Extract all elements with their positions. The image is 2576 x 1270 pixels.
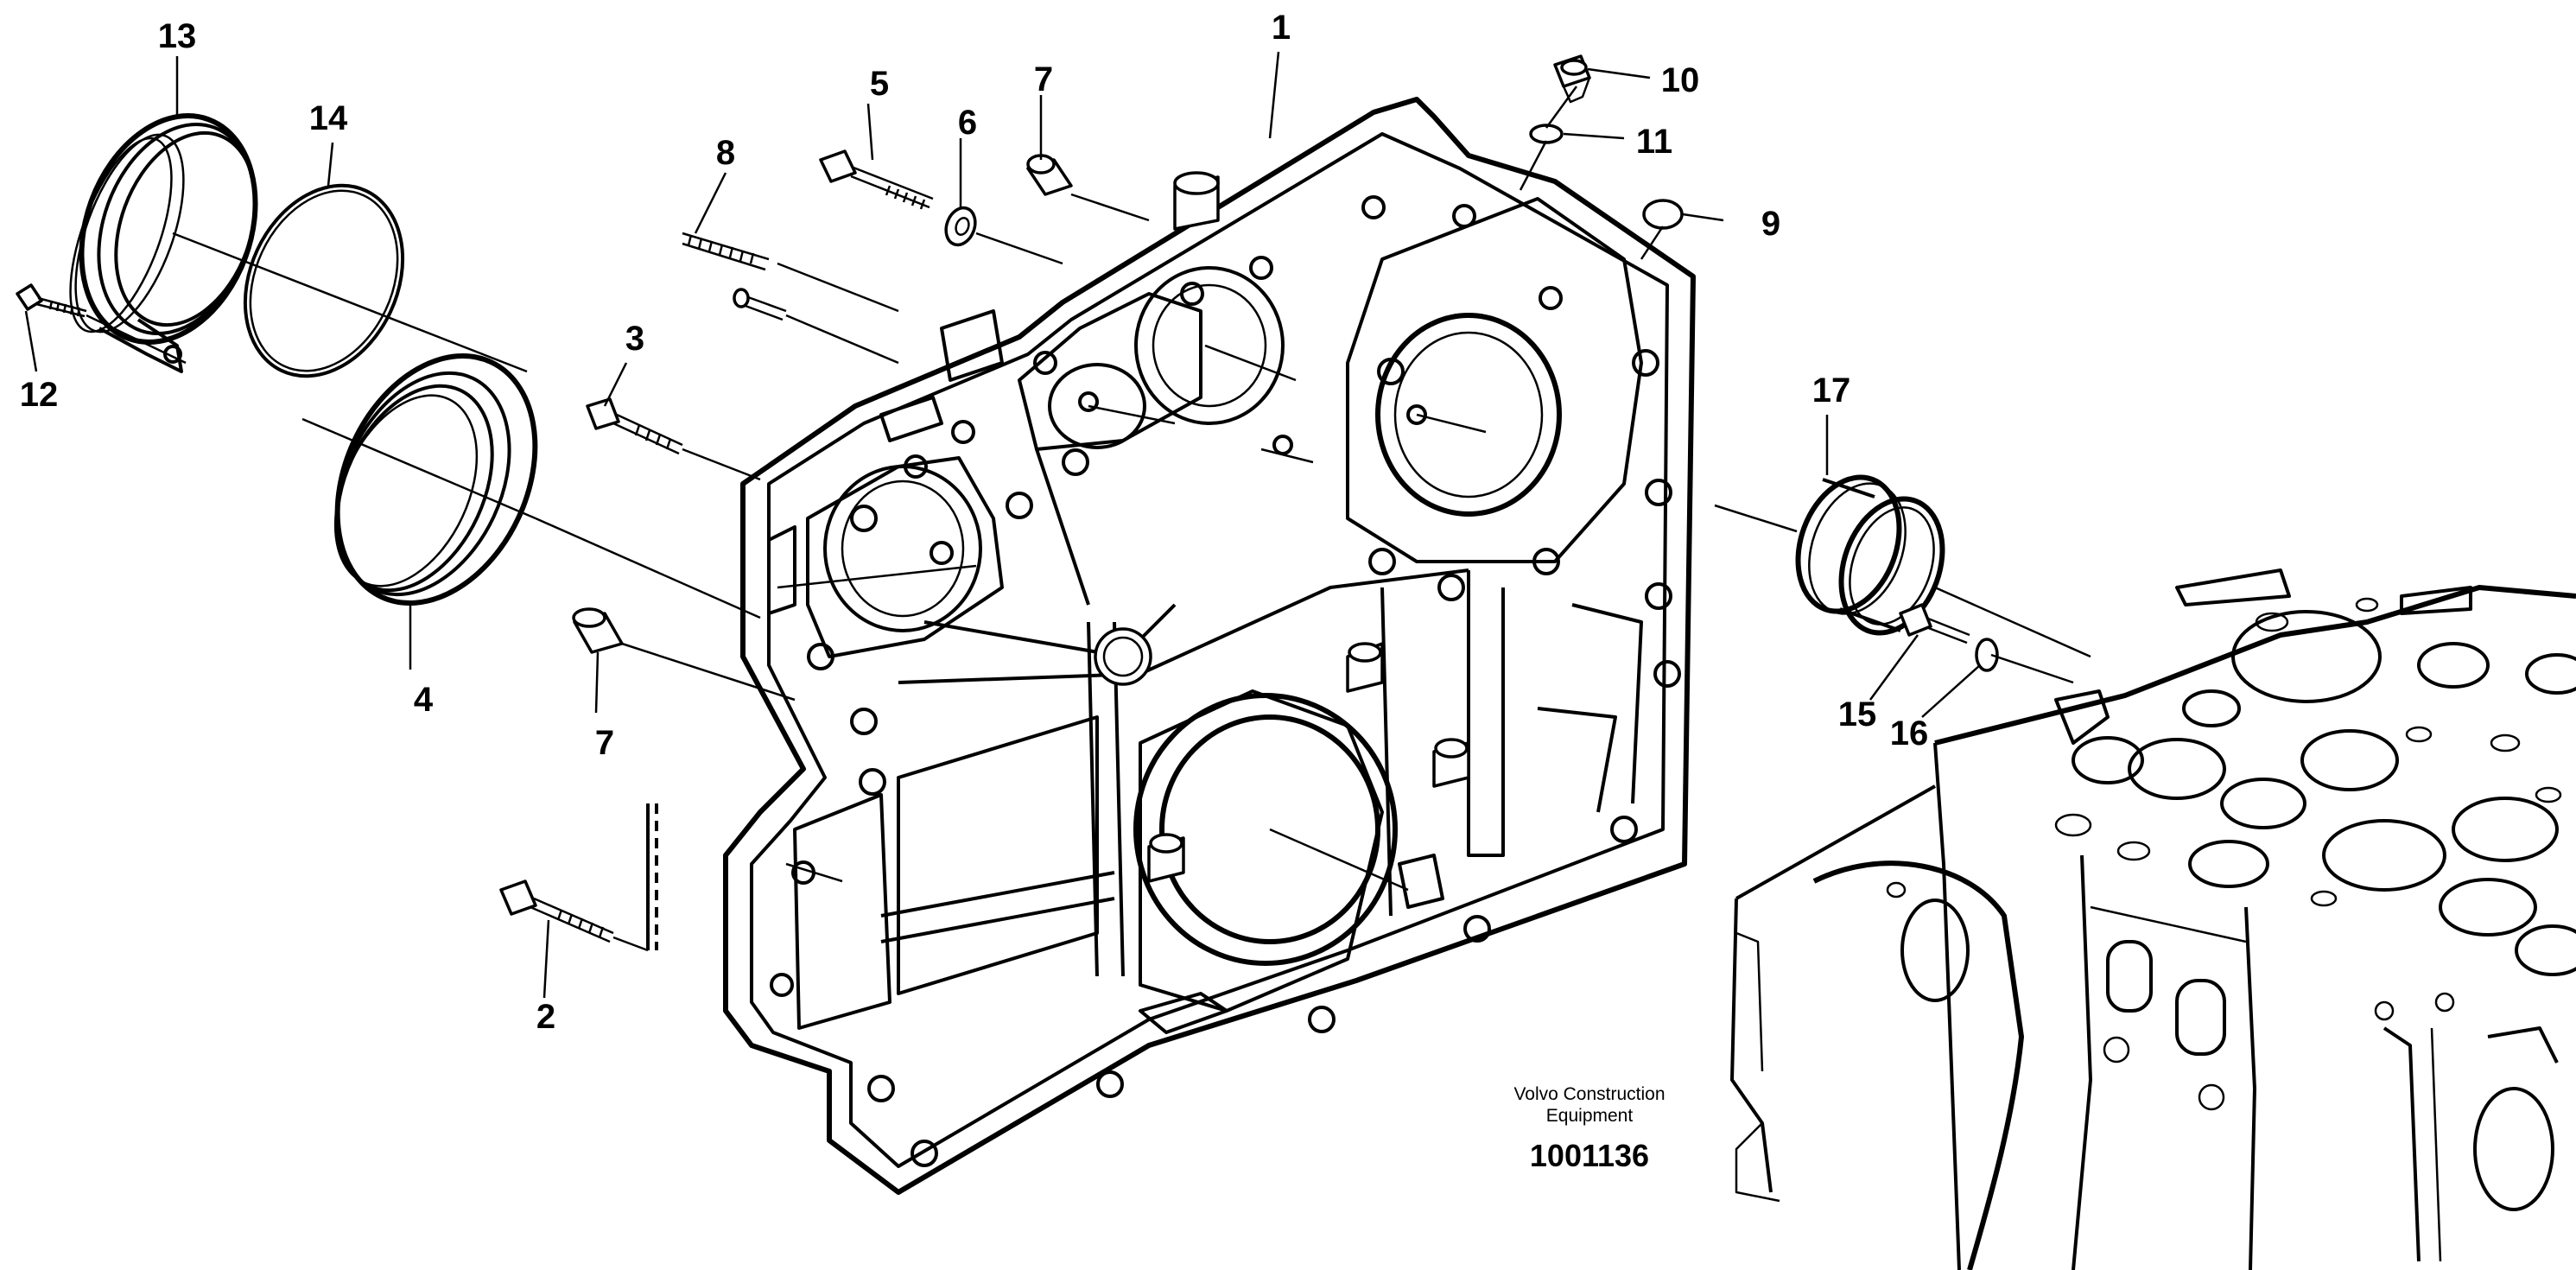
leader-lines: [24, 51, 2091, 999]
small-fasteners: [16, 54, 1999, 950]
label-10: 10: [1661, 61, 1700, 99]
label-4: 4: [414, 681, 434, 719]
label-8: 8: [716, 134, 735, 172]
label-12: 12: [20, 376, 59, 414]
label-3: 3: [625, 320, 644, 358]
caption-line-2: Equipment: [1546, 1106, 1634, 1126]
label-7-top: 7: [1034, 60, 1053, 98]
part-14-o-ring: [243, 183, 405, 378]
label-1: 1: [1272, 9, 1291, 47]
caption: Volvo Construction Equipment 1001136: [1513, 1084, 1665, 1173]
label-17: 17: [1812, 371, 1851, 410]
document-number: 1001136: [1530, 1138, 1649, 1173]
label-9: 9: [1761, 205, 1780, 243]
label-2: 2: [536, 998, 555, 1036]
part-4-crankshaft-seal: [333, 352, 538, 606]
engine-block-outline: [1730, 568, 2576, 1270]
timing-gear-cover: [723, 97, 1696, 1195]
label-14: 14: [309, 99, 348, 137]
label-7-bottom: 7: [595, 724, 614, 762]
caption-line-1: Volvo Construction: [1513, 1084, 1665, 1104]
part-13-seal-housing: [69, 113, 258, 373]
label-5: 5: [870, 65, 889, 103]
label-16: 16: [1890, 714, 1929, 752]
label-11: 11: [1636, 123, 1672, 161]
label-6: 6: [958, 104, 977, 142]
part-number-labels: 1 2 3 4 5 6 7 7 8 9 10 11 12 13 14 15 16…: [20, 9, 1929, 1036]
label-13: 13: [158, 17, 197, 55]
label-15: 15: [1838, 695, 1877, 733]
part-17-sleeve: [1795, 474, 1945, 636]
